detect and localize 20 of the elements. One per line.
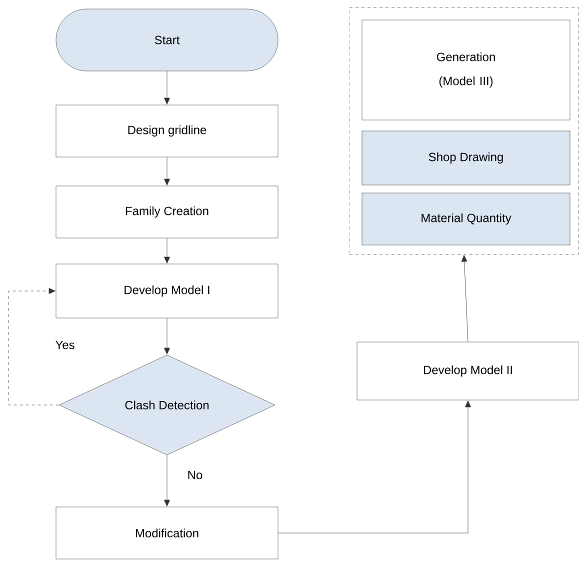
arrow [461,255,468,342]
arrow [164,318,170,354]
arrow [164,238,170,264]
process-box: Family Creation [56,186,278,238]
arrow [8,288,59,406]
process-box: Modification [56,506,278,560]
process-box: Develop Model I [56,264,278,318]
process-box: Design gridline [56,104,278,158]
arrow [164,157,170,186]
edge-label: No [186,470,204,480]
arrow [164,455,170,506]
group-frame [349,7,579,255]
arrow [278,400,471,534]
arrow [164,71,170,104]
edge-label: Yes [54,340,76,350]
output-box: Material Quantity [362,192,570,246]
process-box: Develop Model II [356,342,579,400]
output-box: Generation (Model III) [362,20,570,120]
output-box: Shop Drawing [362,130,570,186]
start-terminal: Start [56,8,278,72]
